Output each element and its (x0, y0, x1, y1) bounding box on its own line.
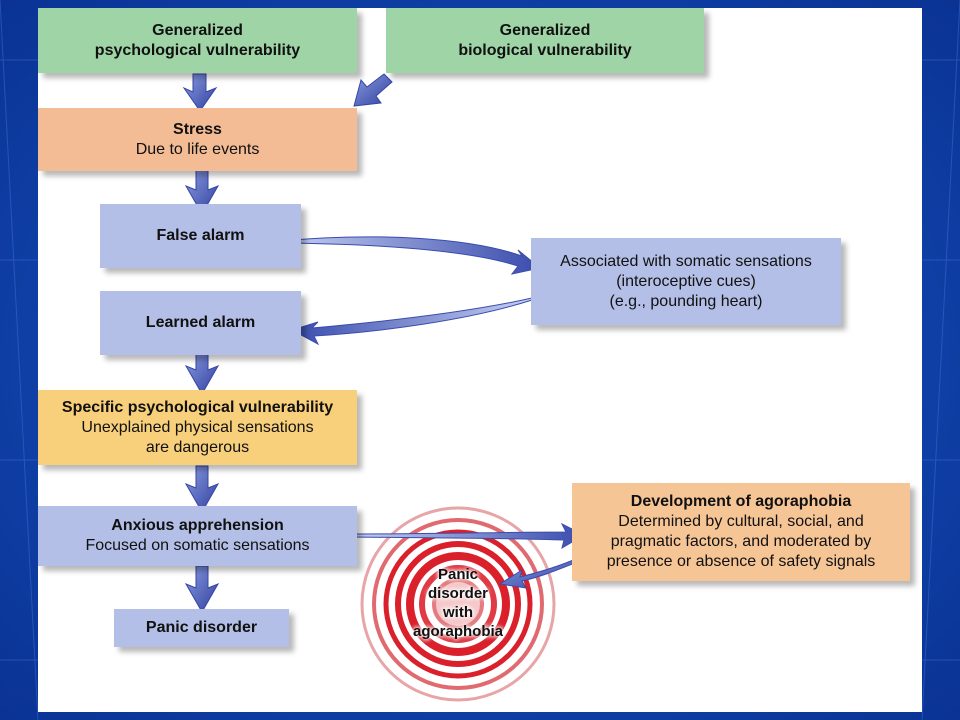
arrow-psych-to-stress (182, 73, 218, 112)
box-line-2: Unexplained physical sensations (81, 418, 314, 436)
panic-disorder-with-agoraphobia-label: Panic disorder with agoraphobia (395, 565, 521, 641)
arrow-somatic-to-learned (290, 297, 533, 346)
false-alarm-box: False alarm (100, 204, 301, 268)
label-line-4: agoraphobia (412, 623, 503, 640)
arrow-anxious-to-panic (184, 565, 220, 614)
box-subtitle: Due to life events (135, 140, 260, 158)
box-line-3: are dangerous (145, 438, 250, 456)
flow-arrows (182, 73, 393, 614)
box-line-2: Determined by cultural, social, and (618, 513, 864, 530)
generalized-biological-vulnerability-box: Generalized biological vulnerability (386, 8, 704, 73)
learned-alarm-box: Learned alarm (100, 291, 301, 355)
box-line-2: (interoceptive cues) (616, 272, 756, 290)
stress-box: Stress Due to life events (38, 108, 357, 171)
box-title: False alarm (156, 227, 245, 244)
somatic-sensations-box: Associated with somatic sensations (inte… (531, 238, 841, 325)
arrow-false-alarm-to-somatic (279, 236, 542, 275)
panic-spiral-graphic (360, 506, 556, 702)
arrow-bio-to-stress (353, 73, 393, 107)
label-line-1: Panic (437, 566, 479, 583)
label-line-3: with (443, 604, 473, 621)
box-title: Generalized (152, 21, 243, 39)
development-of-agoraphobia-box: Development of agoraphobia Determined by… (572, 483, 910, 581)
box-title: Anxious apprehension (111, 517, 284, 534)
arrow-agoraphobia-to-panic-agoraphobia (498, 557, 581, 589)
anxious-apprehension-box: Anxious apprehension Focused on somatic … (38, 506, 357, 566)
generalized-psychological-vulnerability-box: Generalized psychological vulnerability (38, 8, 357, 73)
box-subtitle: Focused on somatic sensations (85, 537, 310, 554)
label-line-2: disorder (427, 585, 488, 602)
box-subtitle: psychological vulnerability (94, 41, 301, 59)
arrow-stress-to-false-alarm (184, 169, 220, 216)
box-title: Specific psychological vulnerability (61, 398, 334, 416)
arrow-learned-to-specific (184, 351, 220, 396)
arrow-specific-to-anxious (184, 465, 220, 514)
box-line-4: presence or absence of safety signals (606, 553, 876, 570)
box-title: Learned alarm (145, 314, 256, 331)
specific-psychological-vulnerability-box: Specific psychological vulnerability Une… (38, 390, 357, 465)
box-title: Panic disorder (145, 619, 258, 636)
box-title: Generalized (499, 21, 591, 39)
box-subtitle: biological vulnerability (458, 41, 632, 59)
box-line-1: Associated with somatic sensations (560, 252, 812, 270)
panic-disorder-box: Panic disorder (114, 609, 289, 647)
box-line-3: pragmatic factors, and moderated by (610, 533, 872, 550)
box-line-3: (e.g., pounding heart) (609, 292, 763, 310)
box-title: Development of agoraphobia (630, 493, 852, 510)
box-title: Stress (173, 120, 222, 138)
